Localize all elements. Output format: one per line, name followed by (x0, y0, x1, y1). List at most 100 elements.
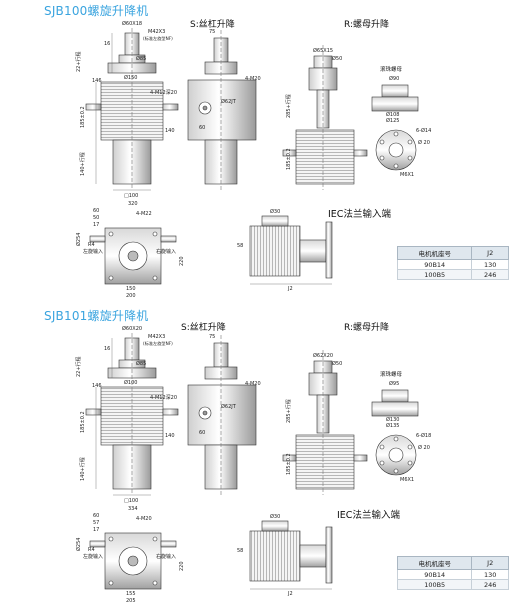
dim-b4: Ø62JT (221, 98, 237, 105)
view-label-nut-lift: R:螺母升降 (344, 323, 390, 333)
dim-a8: 185±0.2 (80, 411, 86, 433)
dim-c9: 6-Ø18 (416, 432, 431, 439)
dim-d4: 60 (93, 513, 99, 519)
dim-a3: (标准左旋型NF) (143, 35, 173, 42)
dim-a3: (标准左旋型NF) (143, 340, 173, 347)
dim-a10: 140 (165, 128, 175, 134)
iec-flange-label: IEC法兰输入端 (337, 510, 400, 521)
dim-b1: 75 (209, 29, 215, 35)
jack-top-view (89, 227, 177, 285)
dim-c11: M6X1 (400, 477, 414, 483)
dim-a11: 140+行程 (79, 152, 86, 176)
table-cell: 90B14 (396, 569, 473, 580)
table-row: 90B14 130 (396, 569, 509, 580)
dim-d13: J2 (287, 591, 293, 597)
dim-c8: Ø135 (386, 422, 399, 429)
dim-c1: Ø65X15 (313, 47, 333, 54)
dim-a1: Ø60X18 (122, 20, 142, 27)
ball-nut-detail (371, 84, 419, 171)
table-row: 100B5 246 (396, 579, 509, 590)
dim-b3: 4-M12深20 (150, 394, 177, 401)
dim-a2: M42X3 (148, 29, 165, 35)
dim-c9: 6-Ø14 (416, 127, 431, 134)
dim-a5: Ø85 (136, 360, 146, 367)
drawing-sjb101: Ø60X20 M42X3 (标准左旋型NF) 16 Ø85 Ø100 22+行程… (75, 325, 431, 604)
jack-side-view-screw (187, 335, 257, 495)
dim-b5: 60 (199, 125, 205, 131)
dim-c11: M6X1 (400, 172, 414, 178)
jack-front-view-screw (85, 333, 179, 495)
dim-a4: 16 (104, 346, 110, 352)
dim-b2: 4-M20 (245, 76, 261, 82)
dim-d12: 205 (126, 598, 136, 604)
dim-a4: 16 (104, 41, 110, 47)
table-cell: 90B14 (396, 259, 473, 270)
dim-d8: 左旋输入 (83, 553, 103, 560)
dim-d1: 334 (128, 506, 138, 512)
dim-d3: Ø254 (75, 233, 82, 246)
jack-front-view-nut (282, 350, 368, 495)
dim-d5: 50 (93, 215, 99, 221)
table-cell: 130 (471, 569, 509, 580)
dim-b4: Ø62JT (221, 403, 237, 410)
dim-d4: 60 (93, 208, 99, 214)
dim-d7: R4 (88, 547, 95, 553)
dim-c4: 185±0.2 (286, 453, 292, 475)
dim-c6: Ø95 (389, 380, 399, 387)
dim-c7: Ø130 (386, 416, 399, 423)
dim-c4: 185±0.2 (286, 148, 292, 170)
dim-c1: Ø62X20 (313, 352, 333, 359)
dim-a6: Ø100 (124, 379, 137, 386)
dim-b5: 60 (199, 430, 205, 436)
dim-d9: 右旋输入 (156, 553, 176, 560)
dim-c8: Ø125 (386, 117, 399, 124)
dim-a10: 140 (165, 433, 175, 439)
dim-d15: 58 (237, 548, 243, 554)
dim-a7: 22+行程 (75, 356, 82, 377)
section-title-sjb101: SJB101螺旋升降机 (44, 309, 149, 323)
jack-side-view-screw (187, 30, 257, 190)
dim-b3: 4-M12深20 (150, 89, 177, 96)
dim-d11: 155 (126, 591, 136, 597)
table-cell: 100B5 (396, 579, 473, 590)
dim-a12: □100 (124, 498, 138, 504)
dim-c6: Ø90 (389, 75, 399, 82)
motor-frame-table-sjb101: 电机机座号 J2 90B14 130 100B5 246 (396, 556, 509, 590)
dim-d11: 150 (126, 286, 136, 292)
view-label-nut-lift: R:螺母升降 (344, 20, 390, 30)
dim-a9: 146 (92, 78, 102, 84)
dim-d2: 4-M20 (136, 516, 152, 522)
jack-front-view-nut (282, 45, 368, 190)
table-cell: 246 (471, 579, 509, 590)
iec-flange-view (249, 520, 333, 590)
dim-c3: 285+行程 (285, 94, 292, 118)
dim-c5: 滚珠螺母 (380, 65, 403, 73)
table-cell: 100B5 (396, 269, 473, 280)
iec-flange-view (249, 215, 333, 285)
dim-c5: 滚珠螺母 (380, 370, 403, 378)
motor-frame-table-sjb100: 电机机座号 J2 90B14 130 100B5 246 (396, 246, 509, 280)
dim-a9: 146 (92, 383, 102, 389)
dim-d6: 17 (93, 222, 99, 228)
table-header-cell: 电机机座号 (396, 556, 473, 570)
table-row: 100B5 246 (396, 269, 509, 280)
dim-a12: □100 (124, 193, 138, 199)
drawing-sjb100: Ø60X18 M42X3 (标准左旋型NF) 16 Ø85 Ø150 22+行程… (75, 20, 431, 299)
dim-d6: 17 (93, 527, 99, 533)
dim-d12: 200 (126, 293, 136, 299)
iec-flange-label: IEC法兰输入端 (328, 209, 391, 220)
dim-a5: Ø85 (136, 55, 146, 62)
dim-d8: 左旋输入 (83, 248, 103, 255)
table-header-cell: 电机机座号 (396, 246, 473, 260)
dim-d10: 220 (179, 256, 185, 266)
dim-a1: Ø60X20 (122, 325, 142, 332)
dim-d15: 58 (237, 243, 243, 249)
table-row: 90B14 130 (396, 259, 509, 270)
section-title-sjb100: SJB100螺旋升降机 (44, 4, 149, 18)
dim-d1: 320 (128, 201, 138, 207)
dim-c3: 285+行程 (285, 399, 292, 423)
dim-c2: Ø50 (332, 360, 342, 367)
dim-b2: 4-M20 (245, 381, 261, 387)
jack-front-view-screw (85, 28, 179, 190)
view-label-screw-lift: S:丝杠升降 (181, 323, 226, 333)
